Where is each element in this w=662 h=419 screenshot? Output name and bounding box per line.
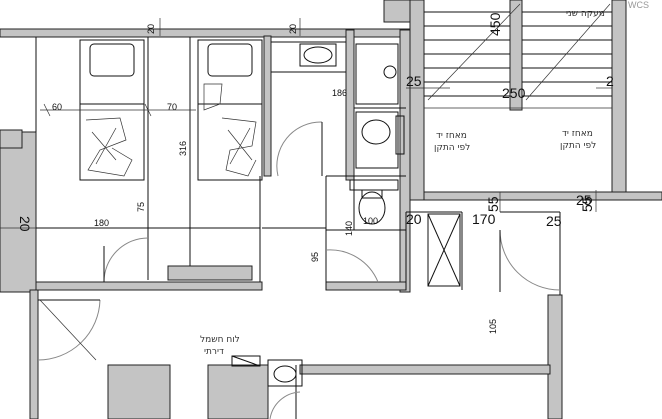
dim-20-top-mid: 20	[288, 24, 298, 34]
bottom-right-wall	[299, 364, 551, 375]
dim-20-left: 20	[17, 216, 33, 232]
storage2-line2: לפי התקן	[560, 141, 596, 151]
bottom-left-block	[107, 364, 171, 419]
dim-140: 140	[344, 221, 354, 236]
sink-top	[299, 43, 337, 67]
dim-20-mid: 20	[406, 211, 422, 227]
sink-corner	[355, 43, 399, 105]
dim-55-b: 55	[579, 196, 595, 212]
shaft-cross	[427, 213, 461, 287]
toilet-upper	[355, 111, 405, 169]
dim-25-right: 25	[546, 213, 562, 229]
dim-55-a: 55	[485, 196, 501, 212]
closet-bottom	[167, 265, 253, 281]
bed-right	[197, 39, 263, 181]
storage1-line1: מאחז יד	[436, 131, 467, 141]
dim-250: 250	[502, 85, 526, 101]
bedroom-bottom-wall	[35, 281, 263, 291]
hall-bottom-wall	[325, 281, 407, 291]
dim-60: 60	[52, 102, 62, 112]
top-right-column	[383, 0, 413, 23]
panel-line2: דירתי	[204, 347, 224, 357]
dim-170: 170	[472, 211, 496, 227]
right-stair-wall-mid	[509, 0, 523, 111]
dim-25-right2: 25	[576, 192, 592, 208]
bottom-mid-block	[207, 364, 269, 419]
bedroom-partition	[263, 35, 272, 177]
right-horizontal-wall	[423, 191, 662, 201]
dim-316: 316	[178, 141, 188, 156]
left-lower-wall	[29, 289, 39, 419]
right-stair-wall-right	[611, 0, 627, 201]
sink-bottom	[267, 359, 303, 387]
dim-180: 180	[94, 218, 109, 228]
bath-right-wall	[399, 29, 411, 293]
left-small-square	[0, 129, 23, 149]
dim-20-top-left: 20	[146, 24, 156, 34]
dim-450: 450	[487, 12, 503, 36]
dim-25-top: 25	[406, 73, 422, 89]
stairs	[424, 3, 612, 109]
panel-line1: לוח חשמל	[200, 335, 240, 345]
doors	[37, 121, 561, 419]
partition-bath	[345, 29, 355, 181]
electrical-panel	[231, 355, 261, 367]
left-wall	[0, 131, 37, 293]
dimension-ticks	[0, 18, 612, 229]
note-top-right: מעקה שני	[566, 9, 605, 19]
toilet-lower	[349, 179, 399, 225]
dim-2: 2	[606, 73, 614, 89]
dim-105: 105	[488, 319, 498, 334]
dim-100: 100	[363, 216, 378, 226]
dim-186: 186	[332, 88, 347, 98]
corner-label: WCS	[628, 0, 649, 10]
far-right-column	[547, 294, 563, 419]
dim-70: 70	[167, 102, 177, 112]
dim-95: 95	[310, 252, 320, 262]
storage1-line2: לפי התקן	[434, 143, 470, 153]
right-stair-wall-left	[409, 0, 425, 201]
partitions	[35, 37, 561, 419]
dim-75: 75	[136, 202, 146, 212]
storage2-line1: מאחז יד	[562, 129, 593, 139]
